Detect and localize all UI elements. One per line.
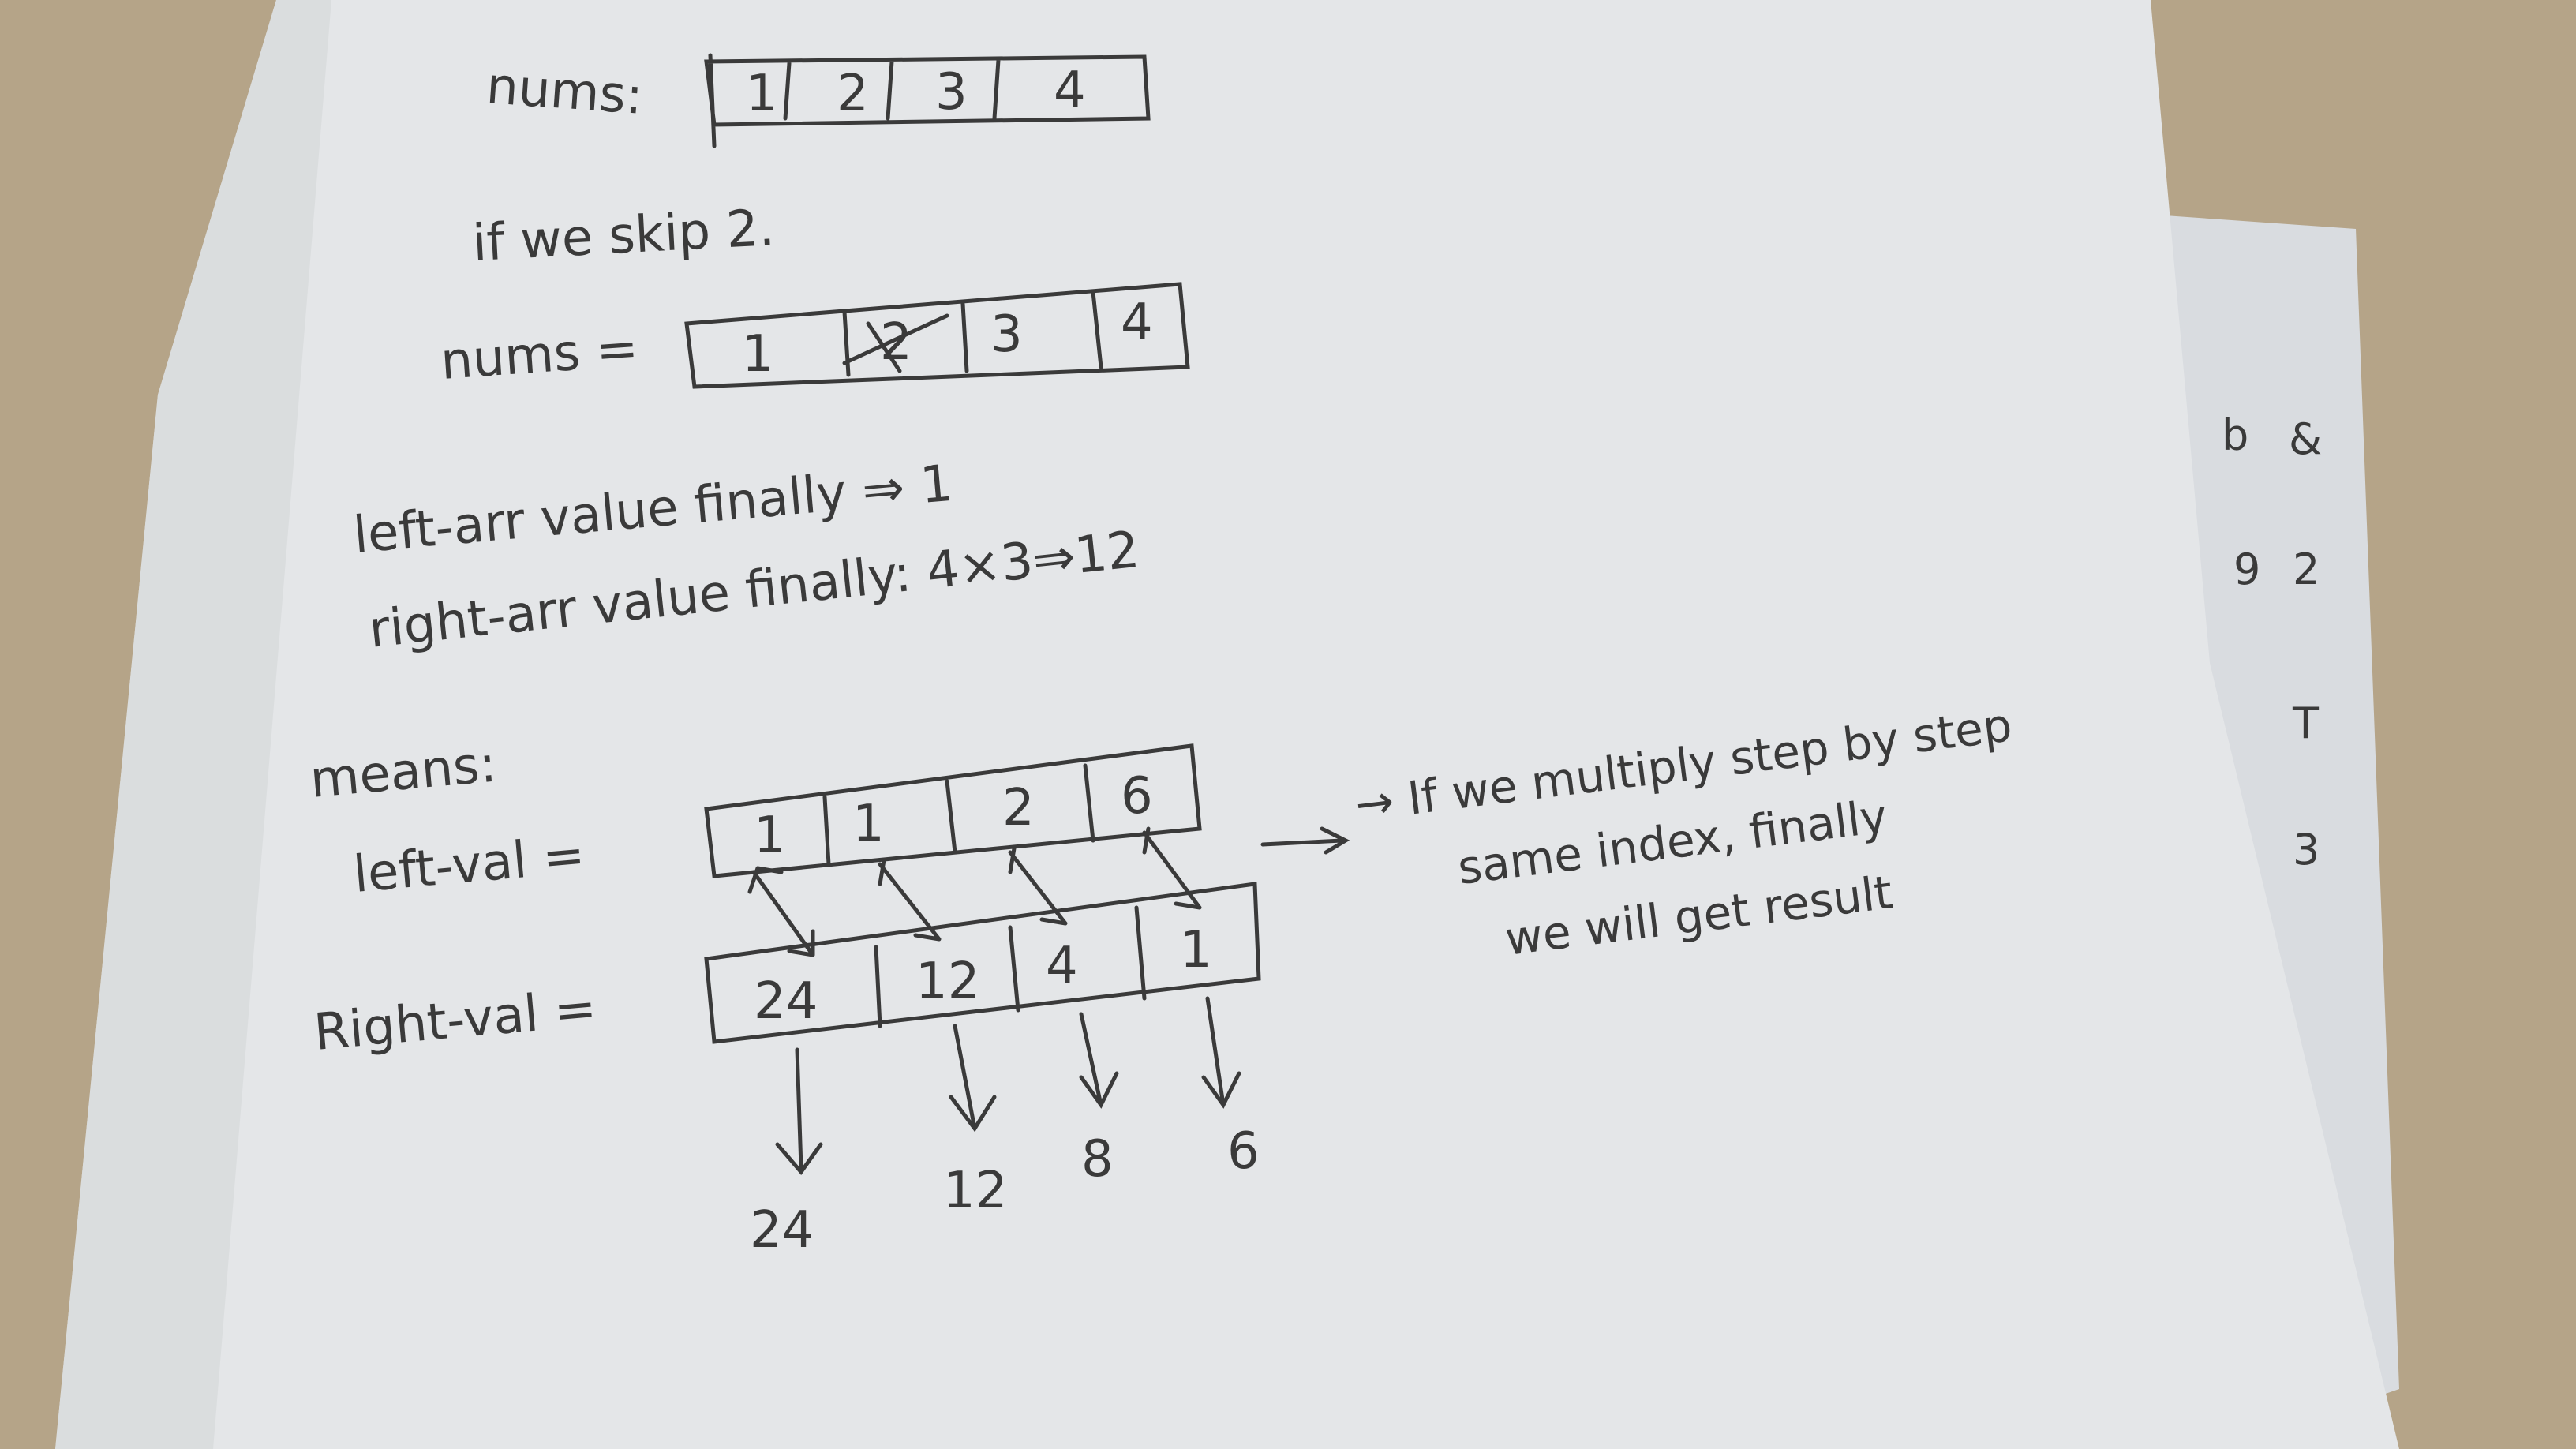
nums2-cell: 2 bbox=[880, 313, 912, 372]
nums2-label: nums = bbox=[439, 320, 640, 391]
left-val-cell: 2 bbox=[1002, 779, 1035, 837]
left-val-cell: 1 bbox=[852, 795, 885, 853]
nums2-cell: 1 bbox=[742, 325, 774, 384]
paper-sheet bbox=[55, 0, 2399, 1449]
nums-array-box bbox=[704, 53, 1151, 148]
back-sheet-mark: 9 bbox=[2233, 545, 2260, 594]
result-value: 12 bbox=[943, 1162, 1007, 1220]
nums-cell: 2 bbox=[837, 65, 869, 123]
cross-arrows bbox=[747, 826, 1202, 957]
right-val-cell: 4 bbox=[1046, 937, 1078, 995]
explanation-arrow bbox=[1260, 826, 1350, 855]
nums-cell: 1 bbox=[746, 65, 778, 123]
back-sheet-mark: T bbox=[2292, 698, 2320, 748]
right-val-cell: 12 bbox=[915, 953, 979, 1011]
back-sheet-mark: b bbox=[2222, 410, 2248, 460]
nums-label: nums: bbox=[485, 57, 645, 126]
down-arrows bbox=[775, 996, 1241, 1176]
nums2-array-box bbox=[684, 282, 1190, 389]
right-val-box bbox=[704, 882, 1261, 1044]
paper-shadow bbox=[55, 0, 331, 1449]
left-val-box bbox=[704, 743, 1202, 878]
back-sheet-mark: & bbox=[2289, 414, 2322, 464]
result-value: 24 bbox=[750, 1201, 814, 1260]
nums-cell: 3 bbox=[935, 63, 968, 122]
nums2-cell: 3 bbox=[990, 305, 1023, 364]
back-sheet-mark: 3 bbox=[2293, 825, 2320, 874]
right-val-cell: 1 bbox=[1180, 921, 1212, 979]
result-value: 6 bbox=[1227, 1122, 1260, 1181]
right-val-cell: 24 bbox=[754, 972, 818, 1031]
nums-cell: 4 bbox=[1054, 62, 1086, 120]
nums2-cell: 4 bbox=[1121, 294, 1153, 352]
left-val-cell: 1 bbox=[754, 807, 786, 865]
back-sheet-mark: 2 bbox=[2293, 545, 2320, 594]
left-val-cell: 6 bbox=[1121, 767, 1153, 826]
result-value: 8 bbox=[1081, 1130, 1114, 1189]
